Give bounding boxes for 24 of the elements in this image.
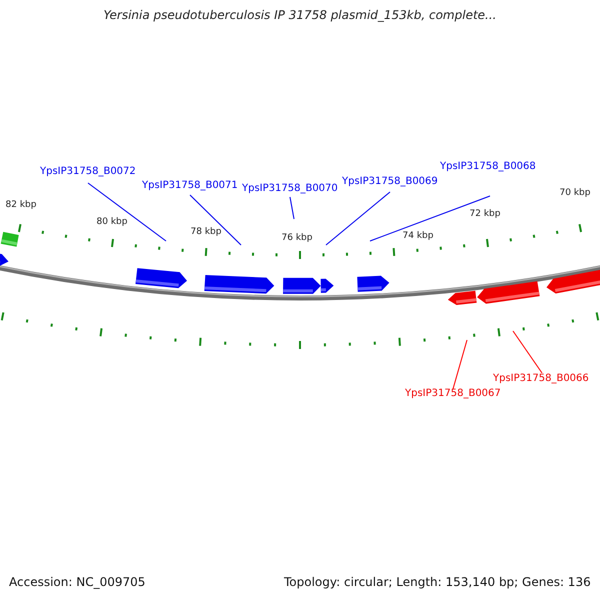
title: Yersinia pseudotuberculosis IP 31758 plasmid_153kb, complete... xyxy=(104,9,496,21)
gene-label: YpsIP31758_B0071 xyxy=(142,181,238,191)
gene-label: YpsIP31758_B0068 xyxy=(440,162,536,172)
leader-line xyxy=(452,340,468,390)
scale-label: 78 kbp xyxy=(190,228,222,237)
leader-line xyxy=(290,196,294,220)
scale-label: 82 kbp xyxy=(6,201,36,210)
scale-label: 74 kbp xyxy=(402,232,434,241)
gene-label: YpsIP31758_B0066 xyxy=(493,374,589,384)
gene-label: YpsIP31758_B0072 xyxy=(40,167,136,177)
leader-line xyxy=(190,194,242,246)
leader-line xyxy=(370,196,490,242)
leader-line xyxy=(88,182,166,242)
leader-line xyxy=(326,192,390,246)
gene-label: YpsIP31758_B0069 xyxy=(342,177,438,187)
accession-text: Accession: NC_009705 xyxy=(9,576,146,588)
summary-text: Topology: circular; Length: 153,140 bp; Genes: 136 xyxy=(284,576,591,588)
gene-label: YpsIP31758_B0070 xyxy=(242,184,338,194)
scale-label: 80 kbp xyxy=(96,218,128,227)
scale-label: 72 kbp xyxy=(470,210,500,219)
leader-line xyxy=(512,330,542,374)
scale-label: 76 kbp xyxy=(282,234,312,243)
gene-label: YpsIP31758_B0067 xyxy=(405,389,501,399)
scale-label: 70 kbp xyxy=(560,189,590,198)
